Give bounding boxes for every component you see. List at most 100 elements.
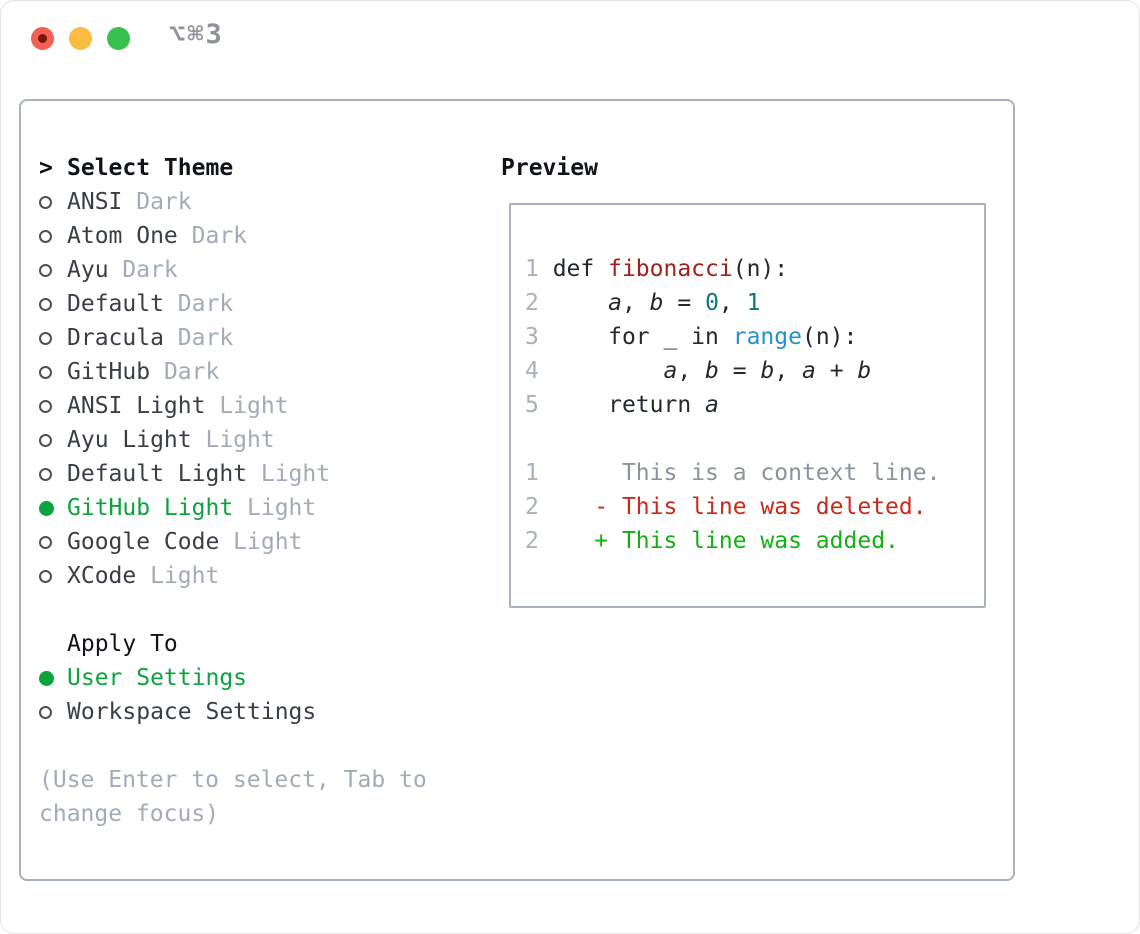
select-theme-header: > Select Theme	[39, 151, 489, 185]
line-number: 2	[525, 290, 553, 316]
code-line: 4 a, b = b, a + b	[525, 354, 976, 388]
close-dot-icon	[38, 34, 47, 43]
radio-icon	[39, 229, 52, 243]
theme-variant-label: Dark	[163, 359, 220, 385]
code-segment: 0	[705, 290, 719, 316]
theme-item[interactable]: GitHub Dark	[39, 355, 489, 389]
spacer	[39, 593, 489, 627]
code-line: 1 def fibonacci(n):	[525, 252, 976, 286]
theme-variant-label: Light	[247, 495, 317, 521]
theme-name-label: Ayu Light	[67, 427, 192, 453]
code-segment: a	[802, 358, 816, 384]
help-line: change focus)	[39, 801, 220, 827]
radio-icon	[39, 535, 52, 549]
theme-item[interactable]: ANSI Light Light	[39, 389, 489, 423]
theme-variant-label: Dark	[177, 325, 234, 351]
radio-icon	[39, 467, 52, 481]
theme-name-label: ANSI	[67, 189, 123, 215]
code-segment: (n):	[801, 324, 858, 350]
apply-to-option[interactable]: User Settings	[39, 661, 489, 695]
theme-variant-label: Light	[219, 393, 289, 419]
theme-name-label: GitHub Light	[67, 495, 234, 521]
radio-icon	[39, 433, 52, 447]
line-number: 4	[525, 358, 553, 384]
code-line: 2 + This line was added.	[525, 524, 976, 558]
code-segment: range	[732, 324, 802, 350]
theme-item[interactable]: Google Code Light	[39, 525, 489, 559]
theme-name-label: ANSI Light	[67, 393, 206, 419]
radio-selected-icon	[39, 500, 54, 516]
code-segment: (n):	[732, 256, 789, 282]
theme-item[interactable]: GitHub Light Light	[39, 491, 489, 525]
code-line: 5 return a	[525, 388, 976, 422]
line-number: 5	[525, 392, 553, 418]
code-segment: ,	[774, 358, 803, 384]
code-line: 1 This is a context line.	[525, 456, 976, 490]
theme-variant-label: Dark	[122, 257, 178, 283]
code-segment: a	[663, 358, 678, 384]
select-theme-title: Select Theme	[67, 155, 234, 181]
radio-icon	[39, 263, 52, 277]
code-segment: =	[663, 290, 706, 316]
radio-icon	[39, 331, 52, 345]
code-segment: for _ in	[552, 324, 733, 350]
theme-variant-label: Dark	[191, 223, 248, 249]
theme-name-label: Dracula	[67, 325, 164, 351]
radio-selected-icon	[39, 670, 54, 686]
theme-variant-label: Dark	[177, 291, 234, 317]
code-segment: +	[815, 358, 858, 384]
code-line: 3 for _ in range(n):	[525, 320, 976, 354]
theme-name-label: Default	[67, 291, 164, 317]
radio-icon	[39, 365, 52, 379]
code-segment: 1	[746, 290, 761, 316]
code-segment: fibonacci	[608, 256, 733, 282]
apply-to-title: Apply To	[67, 631, 178, 657]
radio-icon	[39, 705, 52, 719]
theme-name-label: Default Light	[67, 461, 248, 487]
radio-icon	[39, 297, 52, 311]
theme-item[interactable]: Ayu Dark	[39, 253, 489, 287]
theme-name-label: Google Code	[67, 529, 220, 555]
theme-name-label: Ayu	[67, 257, 109, 283]
line-number: 2	[525, 494, 553, 520]
close-button[interactable]	[31, 27, 54, 50]
code-segment: b	[705, 358, 719, 384]
theme-name-label: GitHub	[67, 359, 151, 385]
radio-icon	[39, 399, 52, 413]
code-segment: b	[857, 358, 872, 384]
code-line: 2 - This line was deleted.	[525, 490, 976, 524]
preview-column: Preview	[501, 151, 598, 185]
window-title: ⌥⌘3	[169, 19, 224, 50]
preview-title: Preview	[501, 155, 598, 181]
apply-to-option[interactable]: Workspace Settings	[39, 695, 489, 729]
prompt-icon: >	[39, 155, 53, 181]
theme-item[interactable]: Default Dark	[39, 287, 489, 321]
code-line: 2 a, b = 0, 1	[525, 286, 976, 320]
code-segment: ,	[718, 290, 747, 316]
radio-icon	[39, 569, 52, 583]
code-segment: =	[718, 358, 761, 384]
code-segment: - This line was deleted.	[552, 494, 927, 520]
minimize-button[interactable]	[69, 27, 92, 50]
code-segment: + This line was added.	[552, 528, 899, 554]
code-segment: b	[760, 358, 775, 384]
code-segment	[553, 358, 664, 384]
code-segment: This is a context line.	[552, 460, 941, 486]
theme-variant-label: Light	[233, 529, 303, 555]
line-number: 1	[525, 460, 553, 486]
zoom-button[interactable]	[107, 27, 130, 50]
code-segment: a	[705, 392, 719, 418]
theme-item[interactable]: Dracula Dark	[39, 321, 489, 355]
